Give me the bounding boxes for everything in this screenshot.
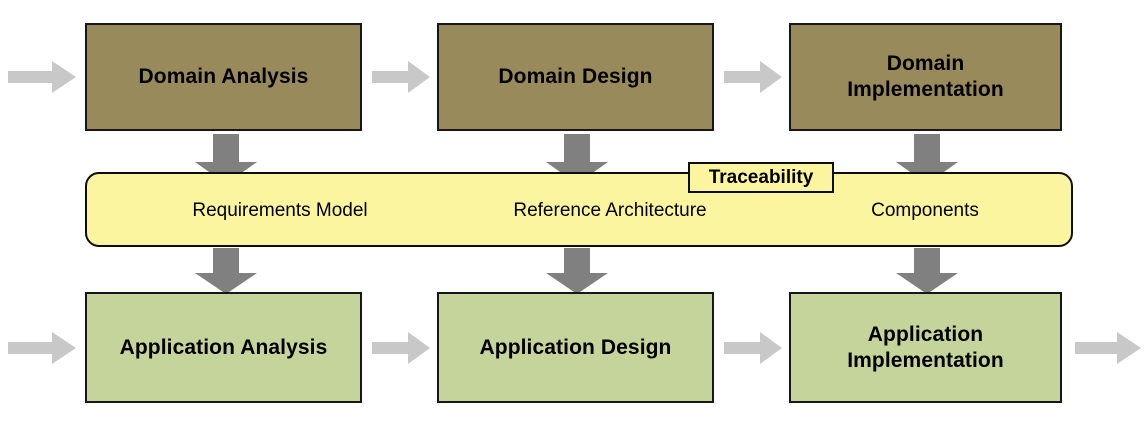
box-application-implementation-label: Application Implementation [847, 322, 1004, 372]
box-domain-design[interactable]: Domain Design [437, 23, 714, 131]
box-application-analysis-label: Application Analysis [119, 335, 328, 359]
arrow-application-analysis-to-application-design-icon [372, 332, 430, 364]
artifact-reference-architecture-label: Reference Architecture [513, 200, 707, 221]
box-domain-implementation-label: Domain Implementation [847, 52, 1004, 101]
traceability-tag[interactable]: Traceability [688, 162, 834, 193]
artifact-requirements-model-label: Requirements Model [192, 200, 368, 221]
arrow-reference-architecture-to-application-design-icon [546, 248, 608, 294]
box-domain-analysis[interactable]: Domain Analysis [85, 23, 362, 131]
arrow-into-application-analysis-icon [8, 332, 76, 364]
arrow-into-domain-analysis-icon [8, 61, 76, 93]
arrow-domain-analysis-to-requirements-model-icon [195, 134, 257, 184]
box-domain-analysis-label: Domain Analysis [138, 65, 309, 89]
box-application-design[interactable]: Application Design [437, 292, 714, 403]
arrow-domain-analysis-to-domain-design-icon [372, 61, 430, 93]
arrow-requirements-model-to-application-analysis-icon [195, 248, 257, 294]
arrow-out-of-application-implementation-icon [1075, 332, 1141, 364]
box-application-design-label: Application Design [479, 335, 672, 359]
arrow-components-to-application-implementation-icon [896, 248, 958, 294]
artifact-components-label: Components [871, 200, 979, 221]
arrow-domain-implementation-to-components-icon [896, 134, 958, 184]
box-domain-design-label: Domain Design [498, 65, 653, 89]
arrow-application-design-to-application-implementation-icon [724, 332, 782, 364]
box-domain-implementation[interactable]: Domain Implementation [789, 23, 1062, 131]
arrow-domain-design-to-domain-implementation-icon [724, 61, 782, 93]
box-application-analysis[interactable]: Application Analysis [85, 292, 362, 403]
traceability-band[interactable] [85, 172, 1073, 247]
arrow-domain-design-to-reference-architecture-icon [546, 134, 608, 184]
traceability-tag-label: Traceability [708, 166, 814, 188]
box-application-implementation[interactable]: Application Implementation [789, 292, 1062, 403]
